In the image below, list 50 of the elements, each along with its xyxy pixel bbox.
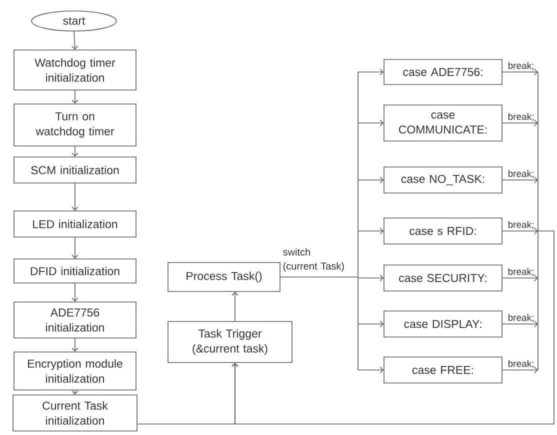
arrow: [358, 274, 384, 282]
process-box: case SECURITY:: [384, 264, 502, 292]
arrow: [232, 292, 238, 322]
arrow: [358, 120, 384, 126]
arrow: [72, 338, 78, 352]
edge-label: break;: [508, 268, 534, 276]
process-box: case ADE7756:: [384, 59, 502, 85]
arrow: [358, 176, 384, 184]
connector-line: [280, 72, 358, 370]
arrow: [71, 31, 78, 50]
process-box: case FREE:: [384, 356, 502, 384]
process-box: case DISPLAY:: [384, 310, 502, 338]
edge-label: break;: [508, 221, 534, 230]
edge-label: break;: [508, 113, 534, 122]
arrow: [72, 146, 78, 157]
arrow: [502, 228, 538, 234]
arrow: [72, 390, 78, 395]
arrow: [502, 320, 538, 328]
arrow: [502, 366, 538, 374]
arrow: [502, 274, 538, 282]
process-box: LED initialization: [14, 210, 136, 238]
process-box: ADE7756 initialization: [14, 302, 136, 338]
arrow: [72, 90, 78, 104]
arrow: [502, 120, 538, 126]
connector-line: [232, 72, 554, 424]
arrow: [358, 68, 384, 76]
edge-label: break;: [508, 360, 534, 368]
edge-label: switch (current Task): [283, 248, 344, 272]
process-box: Process Task(): [168, 262, 280, 292]
process-box: Watchdog timer initialization: [14, 50, 136, 90]
process-box: case s RFID:: [384, 218, 502, 244]
process-box: Turn on watchdog timer: [14, 104, 136, 146]
arrow: [72, 182, 78, 211]
arrow: [502, 68, 538, 76]
process-box: Current Task initialization: [12, 394, 138, 432]
process-box: case COMMUNICATE:: [384, 104, 502, 142]
arrow: [358, 320, 384, 328]
arrow: [502, 176, 538, 184]
process-box: SCM initialization: [14, 156, 136, 184]
process-box: Task Trigger (&current task): [168, 321, 292, 363]
arrow: [358, 228, 384, 234]
arrow: [358, 366, 384, 374]
process-box: case NO_TASK:: [384, 166, 502, 194]
edge-label: break;: [508, 314, 534, 322]
arrow: [72, 237, 78, 259]
process-box: DFID initialization: [14, 258, 136, 284]
edge-label: break;: [508, 62, 534, 70]
process-box: Encryption module initialization: [14, 352, 136, 390]
arrow: [72, 283, 78, 302]
edge-label: break;: [508, 170, 534, 178]
